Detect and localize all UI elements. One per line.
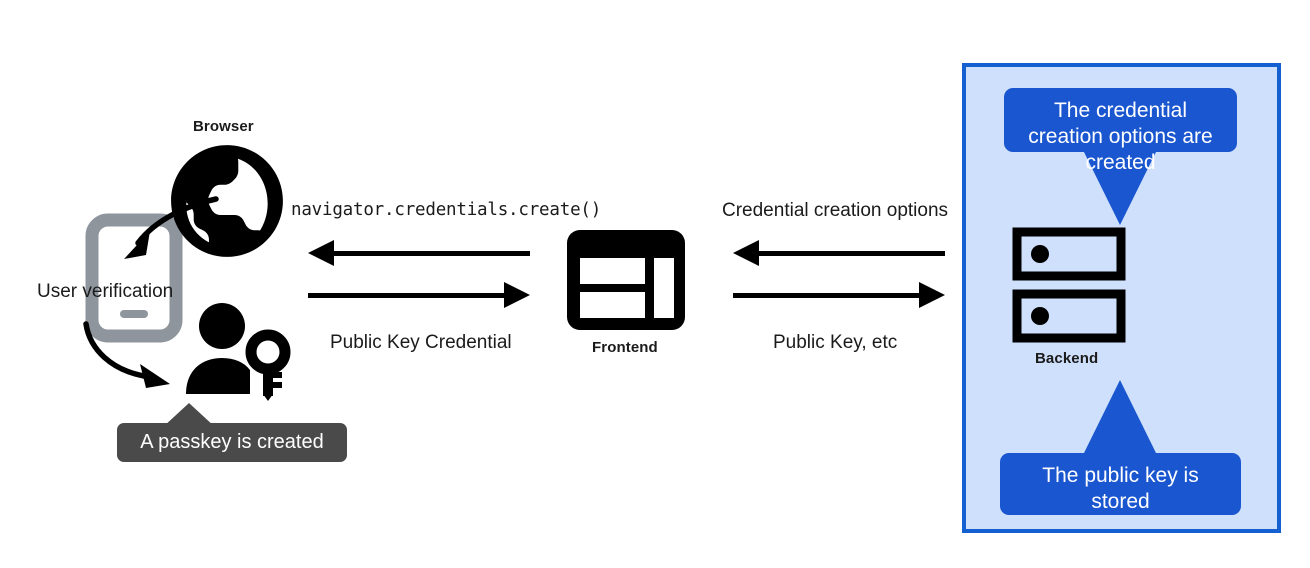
arrow-shaft (308, 292, 506, 298)
callout-tail-down-icon (1083, 150, 1157, 225)
callout-public-key-stored: The public key is stored (1000, 453, 1241, 515)
arrow-shaft (332, 250, 530, 256)
user-verification-label: User verification (37, 281, 174, 302)
server-rack-icon (1012, 227, 1126, 343)
callout-top-text: The credential creation options are crea… (1028, 99, 1213, 175)
backend-label: Backend (1035, 350, 1099, 367)
arrow-shaft (733, 292, 921, 298)
callout-tail-up-icon (1083, 380, 1157, 455)
arrowhead-right-icon (504, 282, 530, 308)
flow-browser-frontend-bottom-arrow (308, 282, 530, 308)
flow-browser-frontend-bottom-label: Public Key Credential (330, 332, 512, 353)
callout-credential-options-created: The credential creation options are crea… (1004, 88, 1237, 174)
arrow-phone-to-user-icon (78, 318, 208, 400)
person-with-key-icon (182, 302, 294, 401)
smartphone-icon (85, 213, 183, 343)
arrow-shaft (757, 250, 945, 256)
dashboard-layout-icon (567, 230, 685, 330)
arrow-browser-to-phone-icon (108, 185, 238, 275)
passkey-tooltip-text: A passkey is created (140, 431, 324, 453)
passkey-created-tooltip: A passkey is created (117, 423, 347, 462)
browser-label: Browser (193, 118, 254, 135)
flow-frontend-backend-top-label: Credential creation options (722, 200, 949, 221)
arrowhead-left-icon (733, 240, 759, 266)
callout-bottom-text: The public key is stored (1042, 464, 1199, 514)
globe-icon (166, 140, 288, 262)
arrowhead-right-icon (919, 282, 945, 308)
flow-frontend-backend-bottom-arrow (733, 282, 945, 308)
flow-browser-frontend-top-arrow (308, 240, 530, 266)
flow-frontend-backend-bottom-label: Public Key, etc (773, 332, 898, 353)
flow-browser-frontend-top-label: navigator.credentials.create() (291, 200, 602, 220)
flow-frontend-backend-top-arrow (733, 240, 945, 266)
arrowhead-left-icon (308, 240, 334, 266)
frontend-label: Frontend (592, 339, 658, 356)
